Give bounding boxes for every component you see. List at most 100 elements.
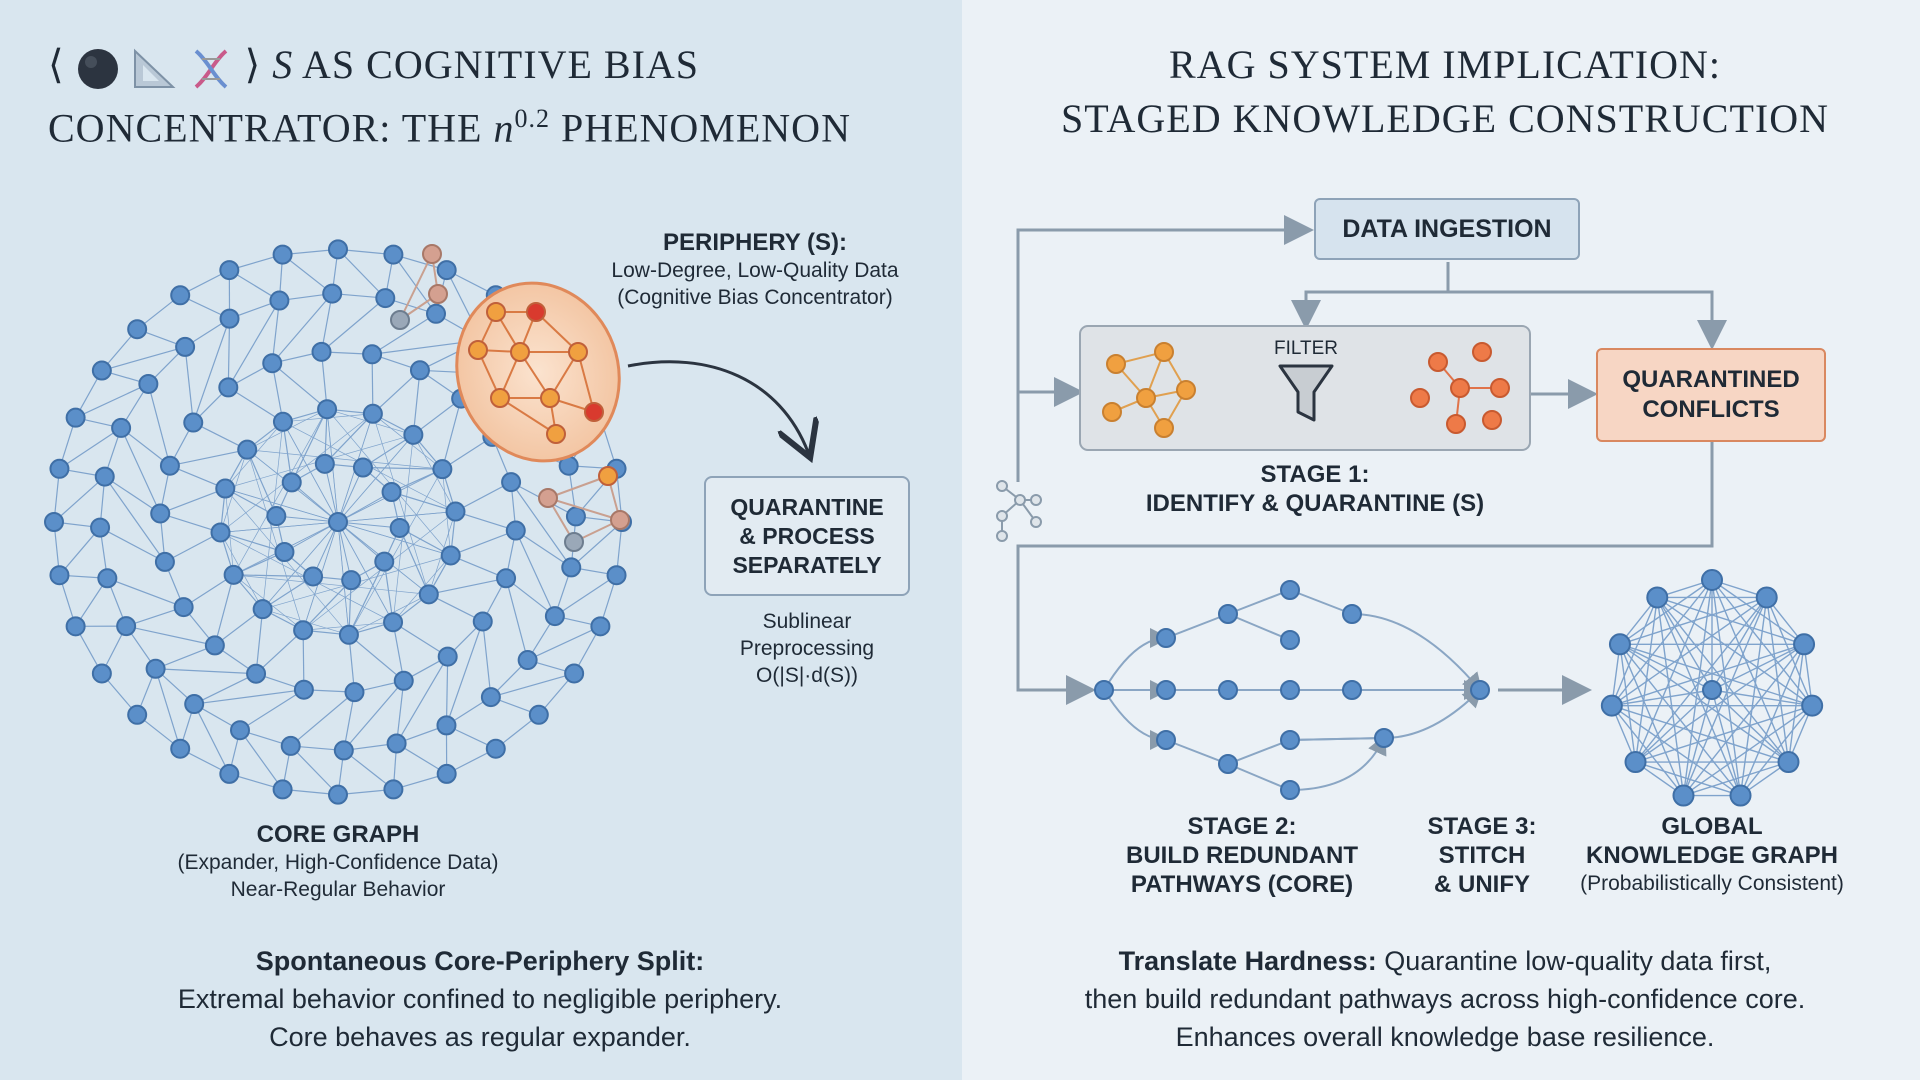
left-footer-line2: Extremal behavior confined to negligible… [177,984,783,1014]
core-edge [193,703,230,775]
core-node [418,584,439,605]
core-edge [290,745,339,796]
core-edge [450,529,516,557]
core-node [426,303,447,324]
global-desc: (Probabilistically Consistent) [1580,872,1844,895]
core-node [272,779,293,800]
stage2-edge [1165,739,1229,765]
core-graph-desc-1: (Expander, High-Confidence Data) [177,851,499,874]
core-edge [169,449,248,467]
title-line2-post: PHENOMENON [560,105,851,151]
stage1-scattered-node [1490,378,1510,398]
stage2-label: STAGE 2: BUILD REDUNDANT PATHWAYS (CORE) [1096,812,1388,899]
core-node [432,459,453,480]
core-edge [337,491,392,523]
core-node [65,616,86,637]
periphery-node [510,342,530,362]
connector-top-to-ingestion [1016,215,1314,482]
core-node [381,481,402,502]
periphery-node [490,388,510,408]
core-edge [126,625,215,646]
stage2-node [1374,728,1394,748]
global-title-2: KNOWLEDGE GRAPH [1586,842,1838,869]
core-edge [396,656,449,744]
periphery-node [428,284,448,304]
core-edge [120,427,161,514]
stage2-edge [1227,613,1291,641]
right-title-line1: RAG SYSTEM IMPLICATION: [1169,42,1721,87]
core-node [333,740,354,761]
global-edge [1611,579,1713,707]
core-edge [147,383,171,466]
periphery-edge [547,475,609,499]
core-edge [227,318,231,388]
stage1-title: STAGE 1: [1260,461,1370,488]
stage1-node [1136,388,1156,408]
stage2-node [1342,604,1362,624]
stage2-pathway-nodes [1094,580,1490,800]
stage3-desc-1: STITCH [1438,842,1526,869]
stage1-scattered-node [1428,352,1448,372]
core-edge [227,386,284,423]
stage2-node [1156,628,1176,648]
dna-icon [194,49,227,89]
core-edge [99,527,166,563]
core-node [437,646,458,667]
title-var-s: S [272,42,294,87]
right-panel [962,0,1920,1080]
core-edge [239,689,305,731]
quarantine-box-line1: QUARANTINE [730,493,884,520]
core-edge [302,579,352,631]
core-graph-title: CORE GRAPH [256,821,420,848]
core-node [328,239,348,260]
stage2-pathway-edges [1103,589,1484,791]
core-node [445,501,466,522]
core-edge [290,691,355,747]
periphery-title: PERIPHERY (S): [662,229,848,256]
global-edge [1711,689,1742,796]
periphery-node [486,302,506,322]
global-edge [1656,597,1742,796]
core-node [262,353,283,374]
core-edge [428,577,507,595]
core-edge [445,656,449,726]
global-edge [1619,596,1767,645]
global-graph-label: GLOBAL KNOWLEDGE GRAPH (Probabilisticall… [1552,812,1872,897]
core-node [480,687,501,708]
stage2-edge [1289,734,1387,791]
stage2-edge [1351,613,1483,694]
global-edge [1683,705,1813,797]
connector-ingestion-split [1291,262,1450,330]
core-edge [233,574,314,578]
periphery-node [538,488,558,508]
sublinear-line3: O(|S|·d(S)) [756,664,858,687]
core-node [383,779,404,800]
periphery-node [564,532,584,552]
core-node [328,784,348,805]
core-node [440,545,461,566]
stage3-desc-2: & UNIFY [1434,871,1530,898]
core-edge [291,408,328,483]
periphery-desc-2: (Cognitive Bias Concentrator) [617,286,893,309]
core-edge [428,593,484,622]
stage1-desc: IDENTIFY & QUARANTINE (S) [1145,490,1485,517]
right-footer-bold: Translate Hardness: [1118,946,1377,976]
core-edge [193,673,257,705]
core-node [159,455,180,476]
periphery-node [422,244,442,264]
core-node [127,319,148,340]
flow-connectors [1016,215,1727,705]
stage2-node [1280,580,1300,600]
global-edge [1657,596,1805,645]
quarantined-line2: CONFLICTS [1642,396,1780,423]
global-edge [1619,643,1713,691]
global-node [1729,784,1752,807]
core-node [317,399,338,420]
core-node [436,260,457,281]
right-footer-line1: Quarantine low-quality data first, [1384,946,1772,976]
core-edge [515,530,556,617]
core-edge [392,621,449,658]
core-node [393,670,414,691]
left-title-line1: ⟨ ⟩ S AS COGNITIVE BIAS [48,38,948,92]
core-edge [505,577,556,617]
